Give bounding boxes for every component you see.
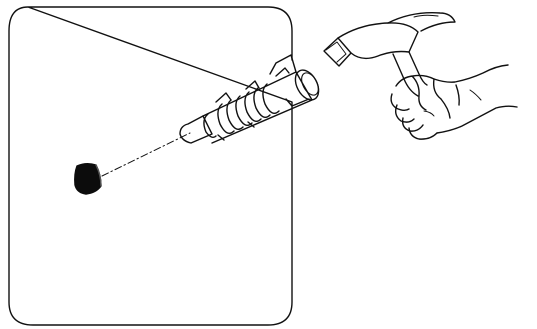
alignment-line [102,133,190,176]
hammer-icon [324,13,455,96]
anchor-tail [180,116,212,143]
wall-panel-icon [9,7,292,325]
hand-icon [391,65,517,139]
wall-anchor-icon [203,55,323,143]
